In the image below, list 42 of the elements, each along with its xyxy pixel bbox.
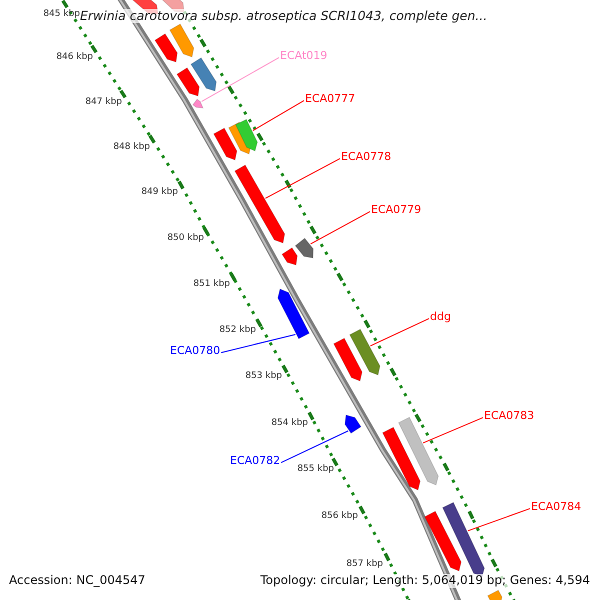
gene-feature — [235, 118, 258, 152]
gene-feature — [398, 416, 439, 486]
scale-label: 857 kbp — [346, 559, 383, 570]
scale-label: 845 kbp — [43, 9, 80, 20]
leader-line — [264, 158, 340, 199]
scale-label: 851 kbp — [193, 279, 230, 290]
gene-label: ddg — [430, 311, 451, 324]
gene-label: ECA0782 — [230, 455, 280, 468]
scale-label: 847 kbp — [85, 97, 122, 108]
gene-label: ECAt019 — [280, 50, 328, 63]
gene-feature — [349, 328, 380, 376]
gene-label: ECA0777 — [305, 93, 356, 106]
gene-feature — [234, 164, 286, 244]
gene-label: ECA0780 — [170, 345, 220, 358]
scale-label: 846 kbp — [56, 52, 93, 62]
gene-label: ECA0784 — [531, 501, 582, 514]
gene-feature — [294, 238, 314, 258]
gene-feature — [277, 288, 310, 340]
gene-label: ECA0779 — [371, 204, 422, 217]
leader-line — [220, 334, 296, 354]
scale-label: 852 kbp — [219, 325, 256, 336]
scale-label: 854 kbp — [271, 418, 308, 428]
scale-label: 849 kbp — [141, 187, 178, 198]
gene-feature — [344, 414, 362, 434]
leader-line — [252, 100, 304, 132]
scale-label: 853 kbp — [245, 371, 282, 382]
leader-line — [280, 430, 349, 464]
leader-line — [467, 508, 530, 532]
scale-label: 855 kbp — [297, 464, 334, 474]
gene-feature — [192, 98, 204, 108]
leader-line — [310, 211, 370, 244]
gene-label: ECA0778 — [341, 151, 392, 164]
scale-label: 856 kbp — [321, 511, 358, 522]
scale-label: 850 kbp — [167, 233, 204, 244]
scale-label: 848 kbp — [113, 142, 150, 152]
genome-summary-text: Topology: circular; Length: 5,064,019 bp; Genes: 4,594 — [260, 574, 590, 588]
accession-text: Accession: NC_004547 — [9, 574, 146, 588]
leader-line — [370, 318, 430, 346]
gene-label: ECA0783 — [484, 410, 534, 423]
leader-line — [201, 57, 280, 102]
map-title: Erwinia carotovora subsp. atroseptica SCRI1043, complete gen... — [80, 9, 488, 24]
leader-line — [422, 417, 484, 444]
